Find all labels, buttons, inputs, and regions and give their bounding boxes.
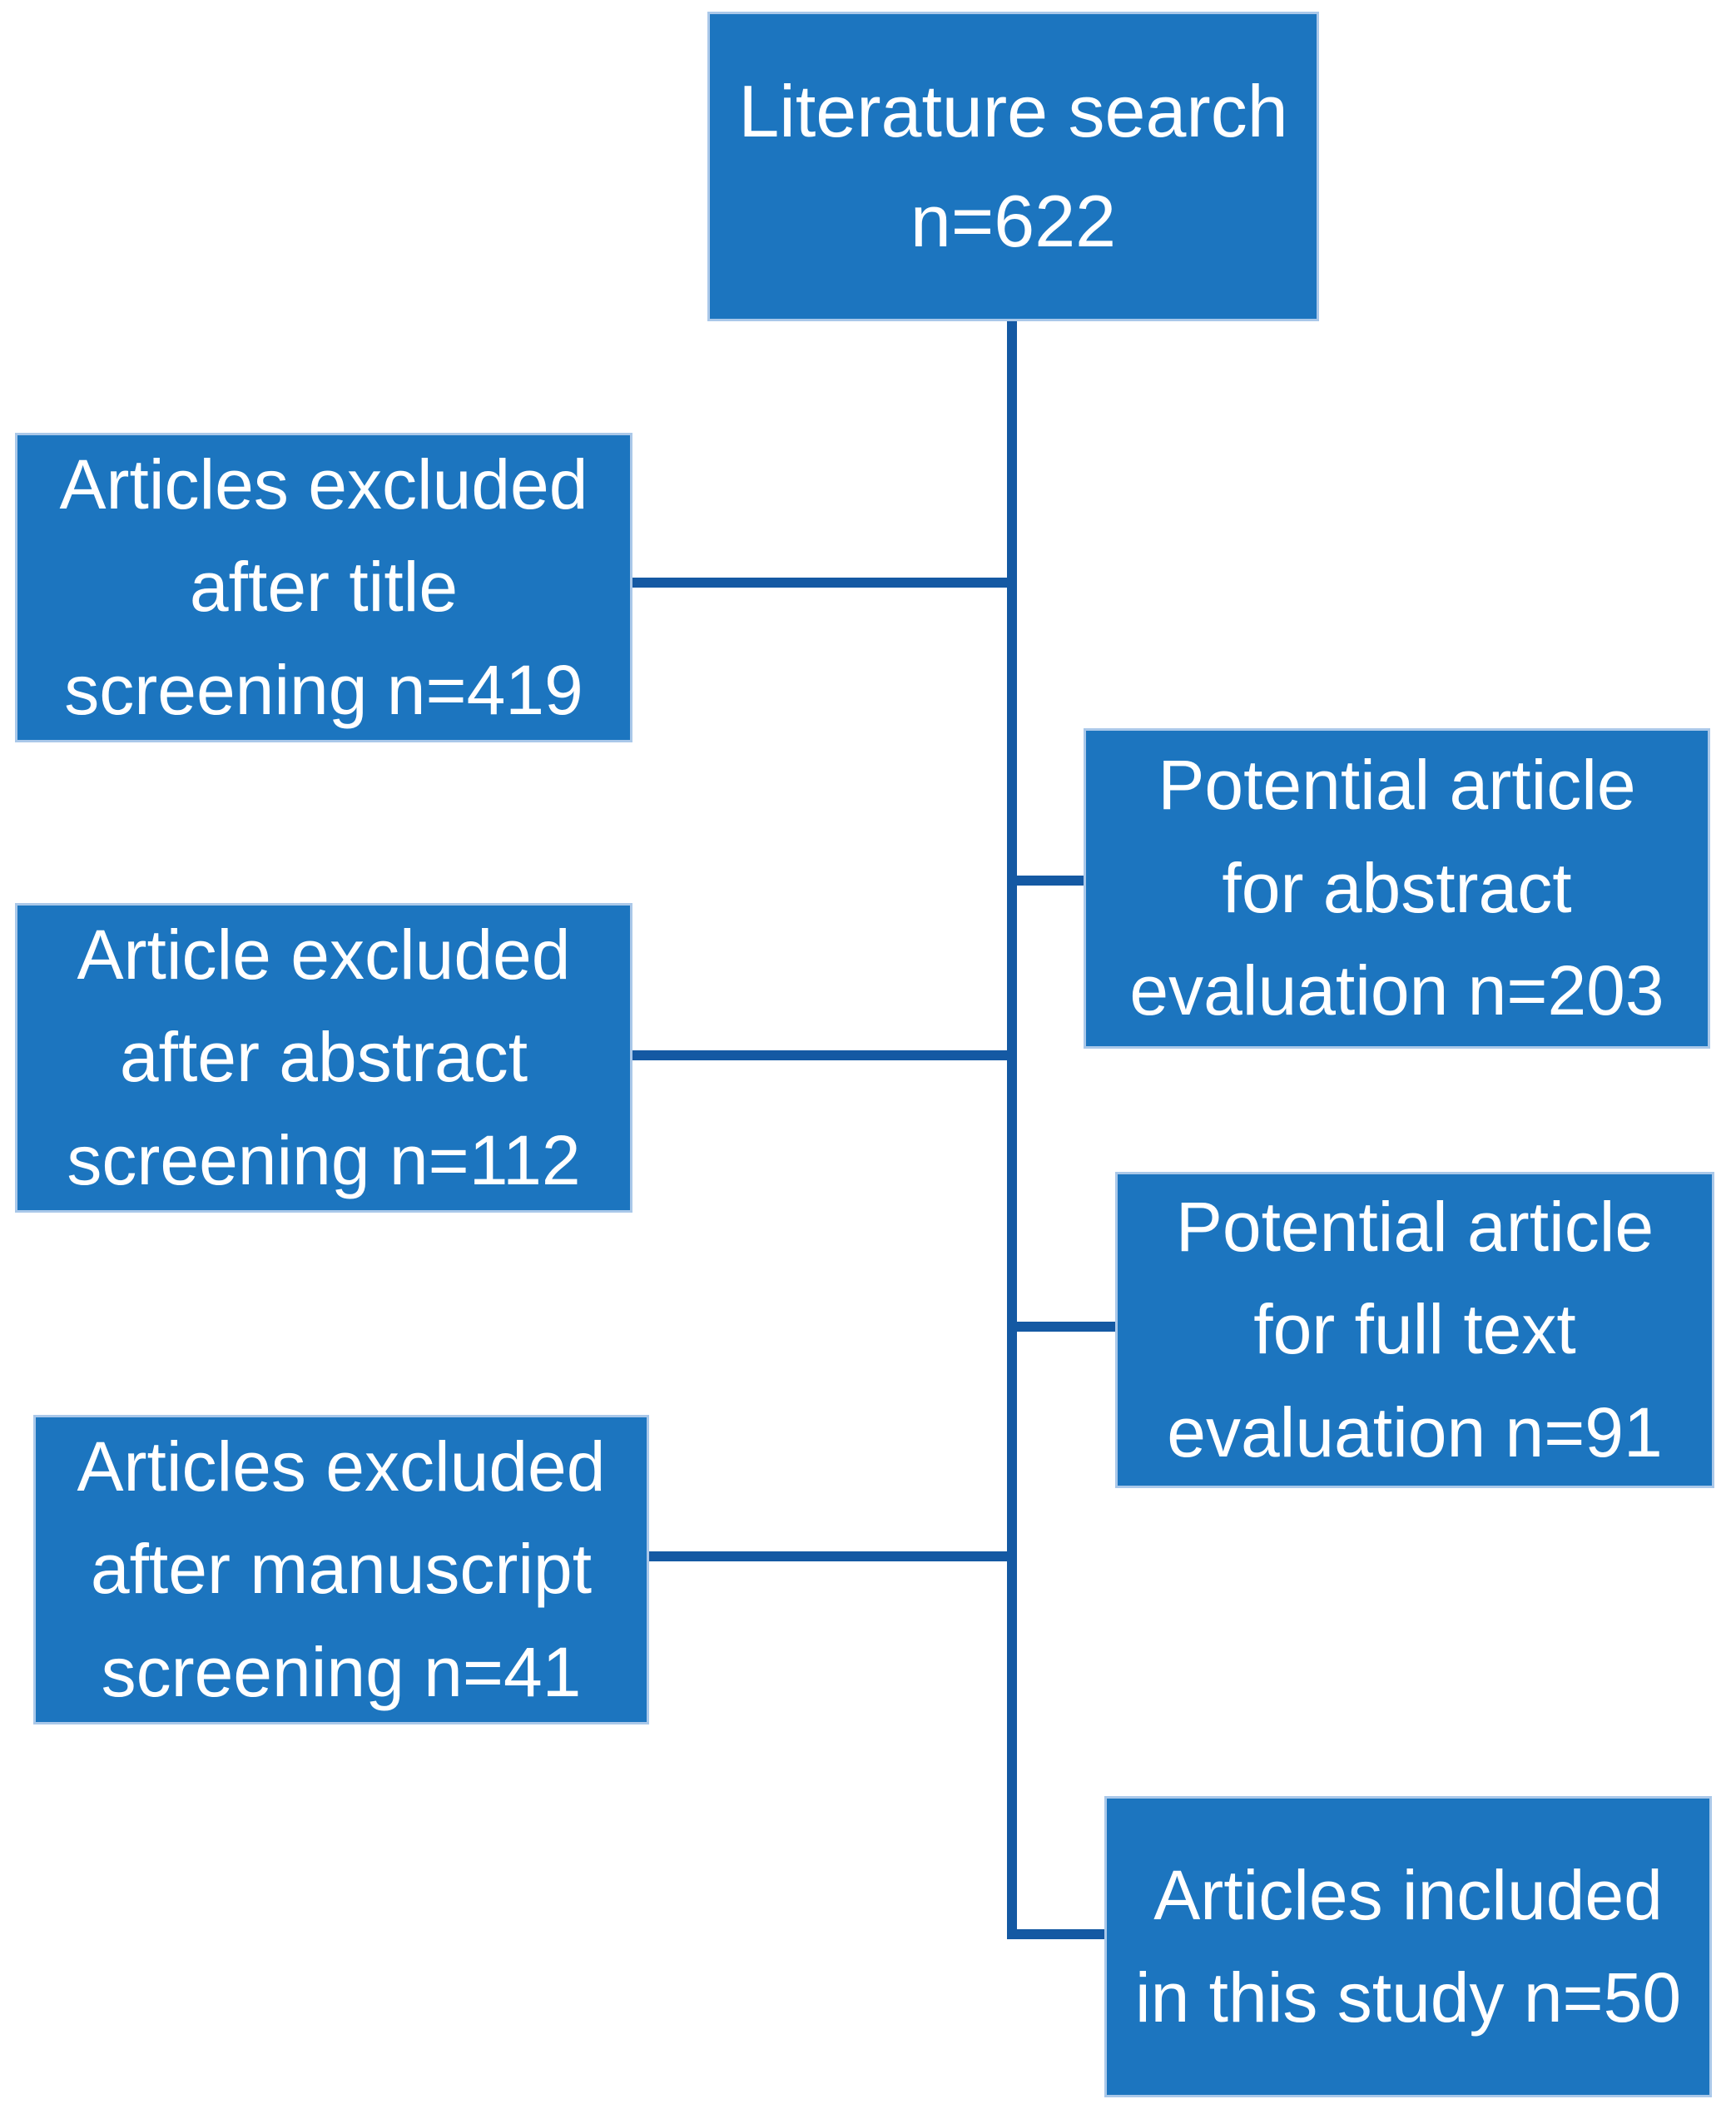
node-literature-search: Literature search n=622 [707, 12, 1319, 321]
connector-excluded-abstract [626, 1050, 1017, 1060]
connector-excluded-manuscript [641, 1551, 1017, 1561]
node-fulltext-evaluation-label: Potential article for full text evaluati… [1167, 1187, 1663, 1471]
node-included: Articles included in this study n=50 [1104, 1796, 1712, 2097]
connector-trunk [1007, 320, 1017, 1939]
node-excluded-manuscript-label: Articles excluded after manuscript scree… [77, 1427, 606, 1711]
node-excluded-abstract-label: Article excluded after abstract screenin… [67, 915, 581, 1199]
connector-abstract-evaluation [1007, 876, 1094, 886]
node-excluded-title: Articles excluded after title screening … [15, 433, 632, 742]
node-abstract-evaluation: Potential article for abstract evaluatio… [1084, 728, 1710, 1049]
node-included-label: Articles included in this study n=50 [1134, 1855, 1682, 2037]
node-excluded-title-label: Articles excluded after title screening … [59, 444, 588, 729]
connector-excluded-title [626, 578, 1017, 588]
connector-included [1007, 1929, 1114, 1939]
connector-fulltext-evaluation [1007, 1322, 1123, 1332]
node-fulltext-evaluation: Potential article for full text evaluati… [1115, 1172, 1714, 1488]
node-abstract-evaluation-label: Potential article for abstract evaluatio… [1129, 746, 1664, 1030]
node-literature-search-label: Literature search n=622 [738, 70, 1288, 262]
node-excluded-abstract: Article excluded after abstract screenin… [15, 903, 632, 1213]
node-excluded-manuscript: Articles excluded after manuscript scree… [33, 1415, 649, 1724]
